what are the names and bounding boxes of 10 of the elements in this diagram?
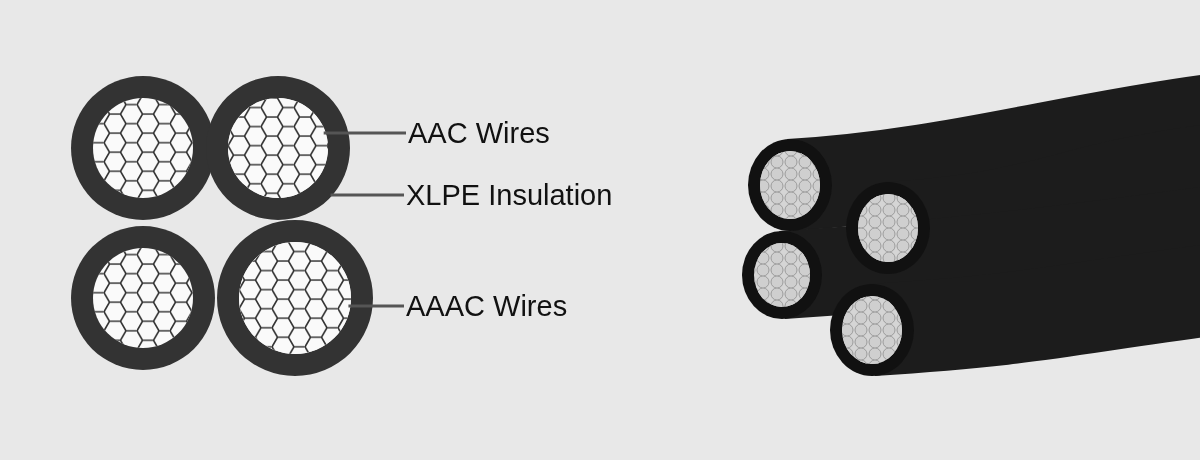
part-label: AAC Wires <box>408 116 583 150</box>
cable-cross-section <box>217 220 373 376</box>
part-label: XLPE Insulation <box>406 178 656 212</box>
leader-line <box>323 131 406 135</box>
part-label: AAAC Wires <box>406 289 601 323</box>
cable-cross-section <box>71 226 215 370</box>
conductor-strands <box>239 242 351 354</box>
leader-line <box>348 304 404 308</box>
conductor-strands <box>228 98 328 198</box>
leader-line <box>330 193 404 197</box>
